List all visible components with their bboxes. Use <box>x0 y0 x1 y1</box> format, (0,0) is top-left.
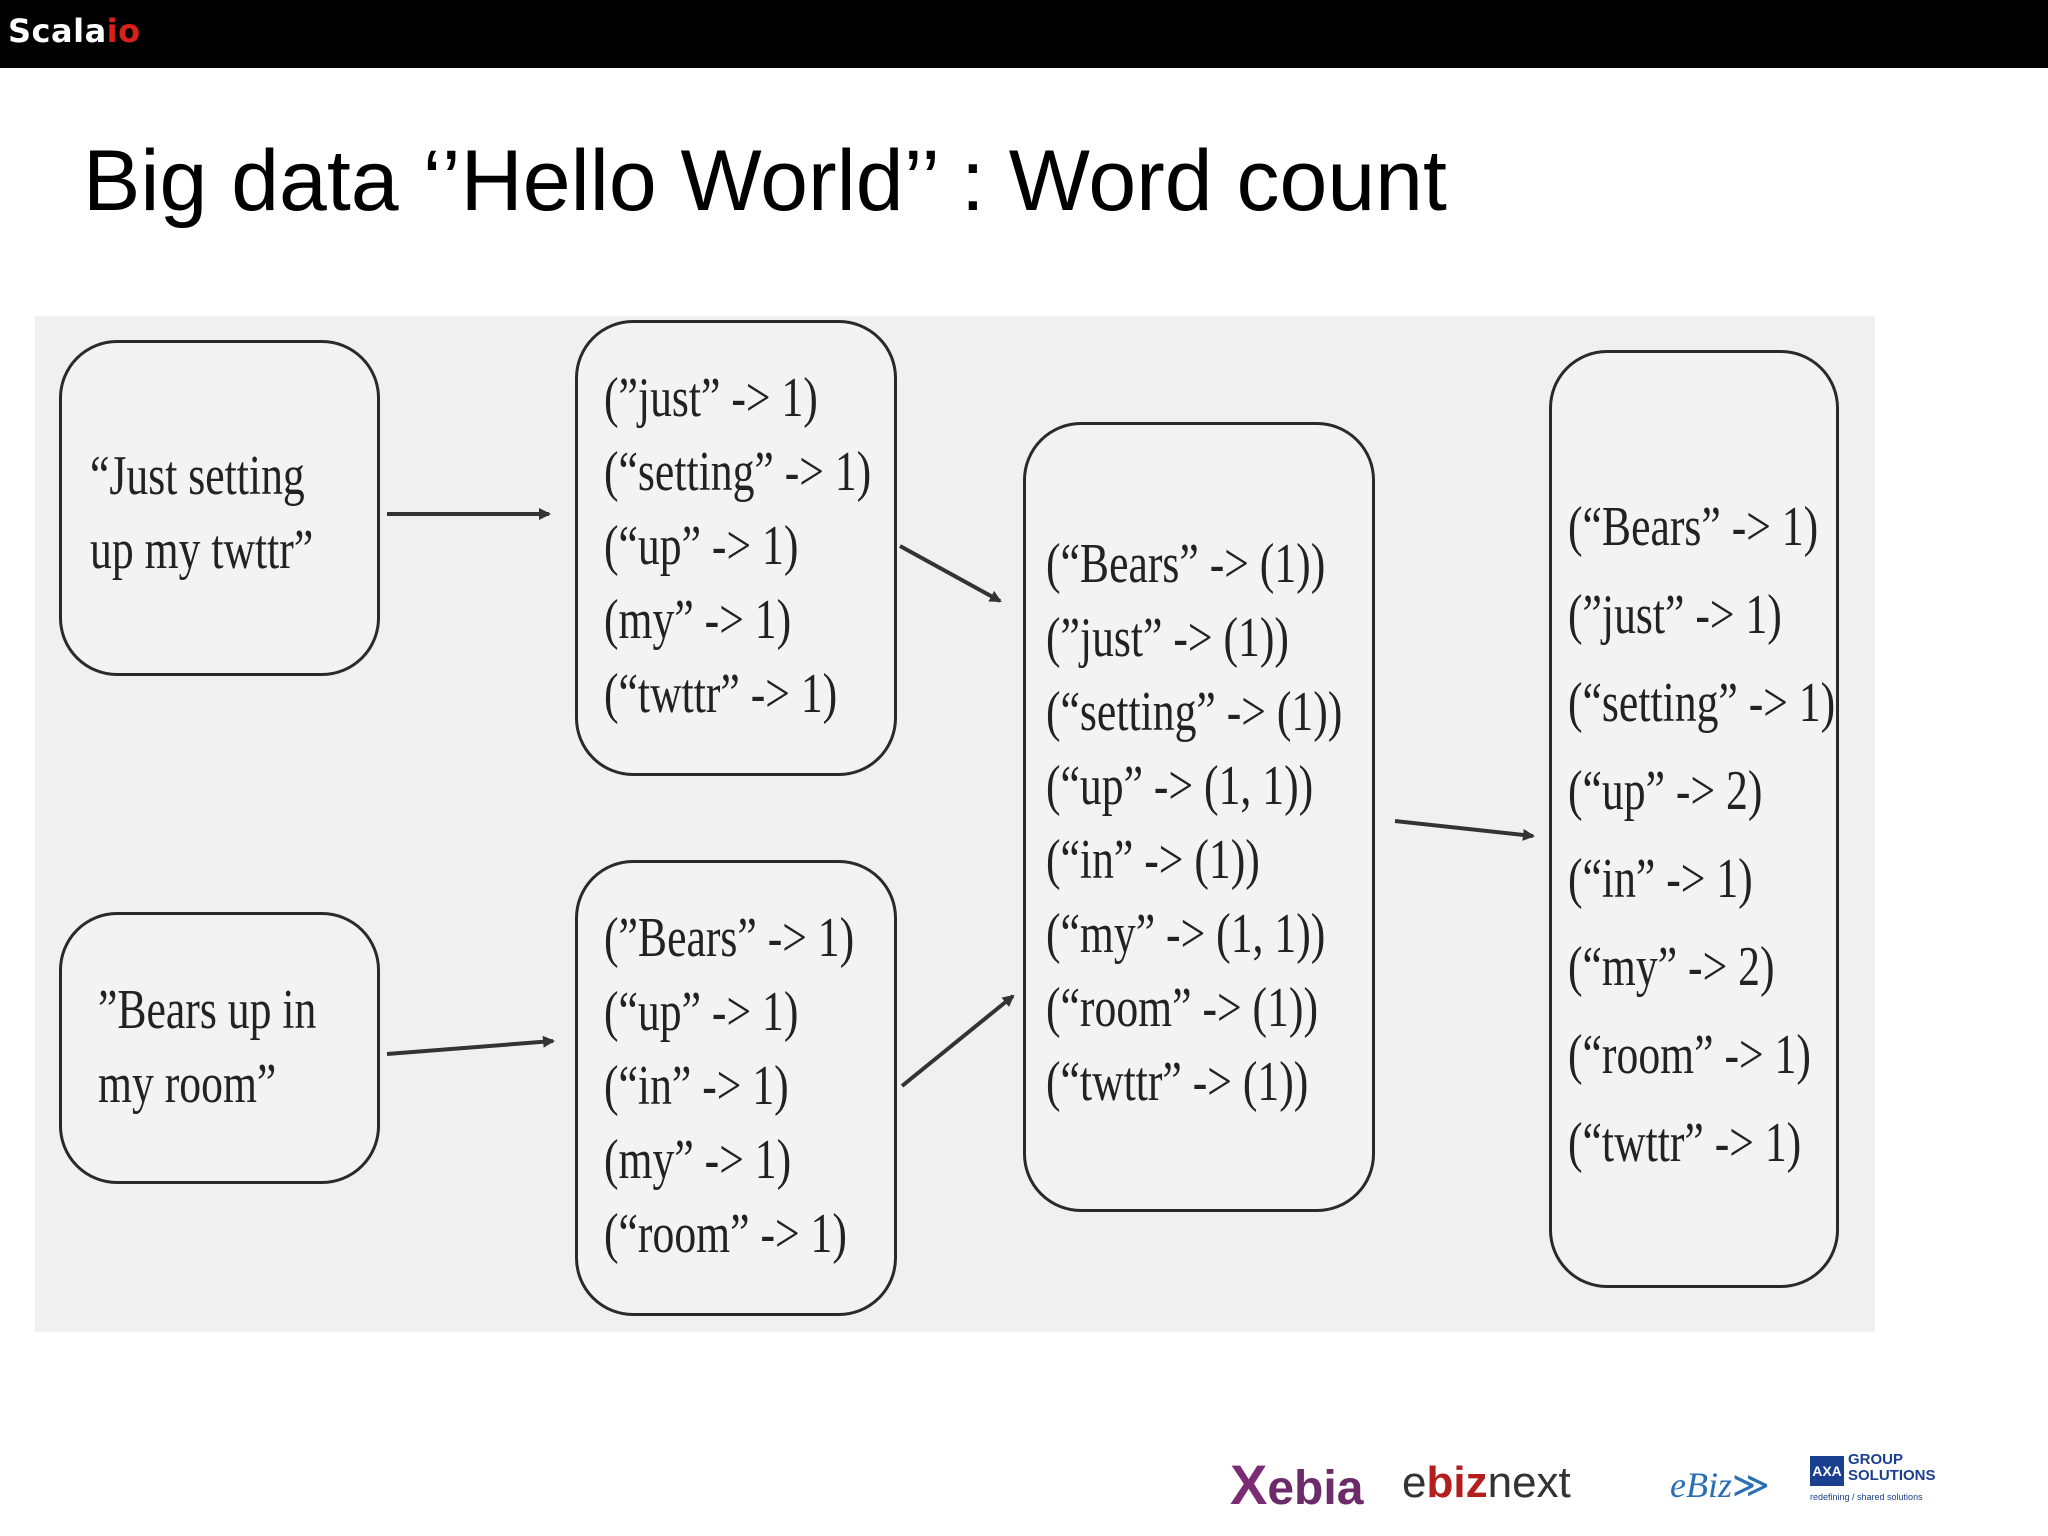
map-2-line-5: (“room” -> 1) <box>604 1203 847 1265</box>
arrow-map2-grouped <box>900 994 1015 1088</box>
axa-group: GROUP <box>1848 1451 1904 1468</box>
grouped-line-6: (“my” -> (1, 1)) <box>1046 903 1326 965</box>
map-1-line-2: (“setting” -> 1) <box>604 441 872 503</box>
scalaio-logo: Scalaio <box>8 12 141 50</box>
arrow-map1-grouped <box>899 544 1002 603</box>
grouped-line-4: (“up” -> (1, 1)) <box>1046 755 1314 817</box>
arrow-input2-map2 <box>386 1035 555 1056</box>
reduced-line-5: (“in” -> 1) <box>1568 848 1753 910</box>
reduced-line-7: (“room” -> 1) <box>1568 1024 1811 1086</box>
xebia-x: X <box>1230 1453 1268 1516</box>
ebiz-text: eBiz <box>1670 1465 1732 1505</box>
input-box-1: “Just setting up my twttr” <box>59 340 380 676</box>
axa-tagline: redefining / shared solutions <box>1810 1492 1923 1502</box>
map-1-line-5: (“twttr” -> 1) <box>604 663 838 725</box>
reduced-line-1: (“Bears” -> 1) <box>1568 496 1819 558</box>
grouped-line-1: (“Bears” -> (1)) <box>1046 533 1326 595</box>
map-2-line-4: (my” -> 1) <box>604 1129 792 1191</box>
grouped-line-3: (“setting” -> (1)) <box>1046 681 1343 743</box>
reduced-box: (“Bears” -> 1) (”just” -> 1) (“setting” … <box>1549 350 1839 1288</box>
input-2-line-1: ”Bears up in <box>98 979 317 1041</box>
ebiz-logo: eBiz≫ <box>1670 1464 1770 1506</box>
ebiz-swoosh-icon: ≫ <box>1731 1465 1770 1505</box>
grouped-line-8: (“twttr” -> (1)) <box>1046 1051 1309 1113</box>
grouped-line-2: (”just” -> (1)) <box>1046 607 1289 669</box>
brand-prefix: Scala <box>8 12 107 50</box>
input-1-line-1: “Just setting <box>90 445 305 507</box>
map-2-line-1: (”Bears” -> 1) <box>604 907 855 969</box>
arrow-grouped-reduced <box>1394 819 1535 841</box>
map-box-2: (”Bears” -> 1) (“up” -> 1) (“in” -> 1) (… <box>575 860 897 1316</box>
reduced-line-4: (“up” -> 2) <box>1568 760 1763 822</box>
map-1-line-3: (“up” -> 1) <box>604 515 799 577</box>
xebia-text: ebia <box>1267 1462 1364 1515</box>
reduced-line-3: (“setting” -> 1) <box>1568 672 1836 734</box>
axa-solutions: SOLUTIONS <box>1848 1467 1936 1484</box>
slide-title: Big data ‘’Hello World’’ : Word count <box>83 133 1447 229</box>
axa-mark-icon: AXA <box>1810 1456 1844 1486</box>
input-box-2: ”Bears up in my room” <box>59 912 380 1184</box>
ebiznext-e: e <box>1402 1458 1427 1507</box>
map-1-line-4: (my” -> 1) <box>604 589 792 651</box>
map-1-line-1: (”just” -> 1) <box>604 367 818 429</box>
grouped-box: (“Bears” -> (1)) (”just” -> (1)) (“setti… <box>1023 422 1375 1212</box>
input-2-line-2: my room” <box>98 1053 277 1115</box>
arrows <box>386 508 1535 1088</box>
brand-suffix: io <box>106 12 141 50</box>
reduced-line-8: (“twttr” -> 1) <box>1568 1112 1802 1174</box>
top-bar: Scalaio <box>0 0 2048 68</box>
input-1-line-2: up my twttr” <box>90 519 314 581</box>
ebiznext-biz: biz <box>1426 1458 1488 1507</box>
ebiznext-next: next <box>1487 1458 1571 1507</box>
ebiznext-logo: ebiznext <box>1402 1458 1571 1508</box>
grouped-line-7: (“room” -> (1)) <box>1046 977 1319 1039</box>
map-2-line-2: (“up” -> 1) <box>604 981 799 1043</box>
reduced-line-2: (”just” -> 1) <box>1568 584 1782 646</box>
map-box-1: (”just” -> 1) (“setting” -> 1) (“up” -> … <box>575 320 897 776</box>
grouped-line-5: (“in” -> (1)) <box>1046 829 1260 891</box>
map-2-line-3: (“in” -> 1) <box>604 1055 789 1117</box>
word-count-diagram: “Just setting up my twttr” ”Bears up in … <box>35 316 1875 1332</box>
reduced-line-6: (“my” -> 2) <box>1568 936 1775 998</box>
xebia-logo: Xebia <box>1230 1452 1363 1517</box>
